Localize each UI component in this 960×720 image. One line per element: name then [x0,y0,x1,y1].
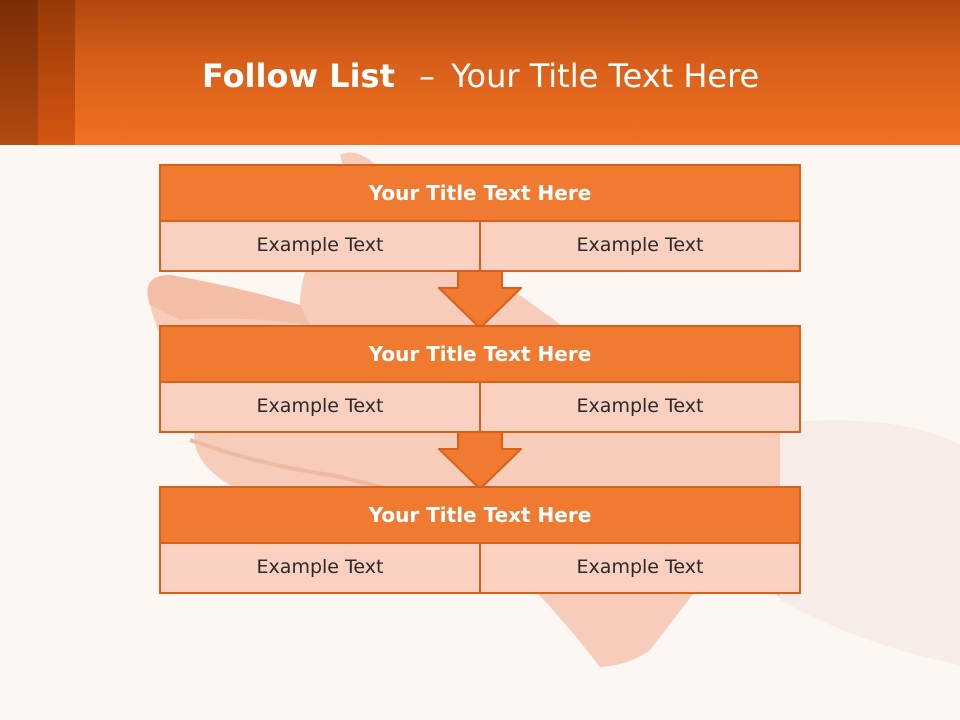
step-title: Your Title Text Here [159,486,801,544]
slide-title-rest: Your Title Text Here [451,57,760,95]
header-stripe [38,0,75,145]
slide-title-bold: Follow List [202,57,395,95]
header-stripe-dark [0,0,38,145]
step-cell-left: Example Text [159,381,481,433]
step-title: Your Title Text Here [159,164,801,222]
step-cell-right: Example Text [479,542,801,594]
slide-title-dash: – [419,57,436,95]
slide-title: Follow List – Your Title Text Here [202,54,759,98]
step-cell-right: Example Text [479,381,801,433]
step-cell-right: Example Text [479,220,801,272]
slide-header: Follow List – Your Title Text Here [0,0,960,145]
down-arrow-icon [438,270,522,330]
step-cell-left: Example Text [159,542,481,594]
step-title: Your Title Text Here [159,325,801,383]
step-cell-left: Example Text [159,220,481,272]
down-arrow-icon [438,431,522,491]
